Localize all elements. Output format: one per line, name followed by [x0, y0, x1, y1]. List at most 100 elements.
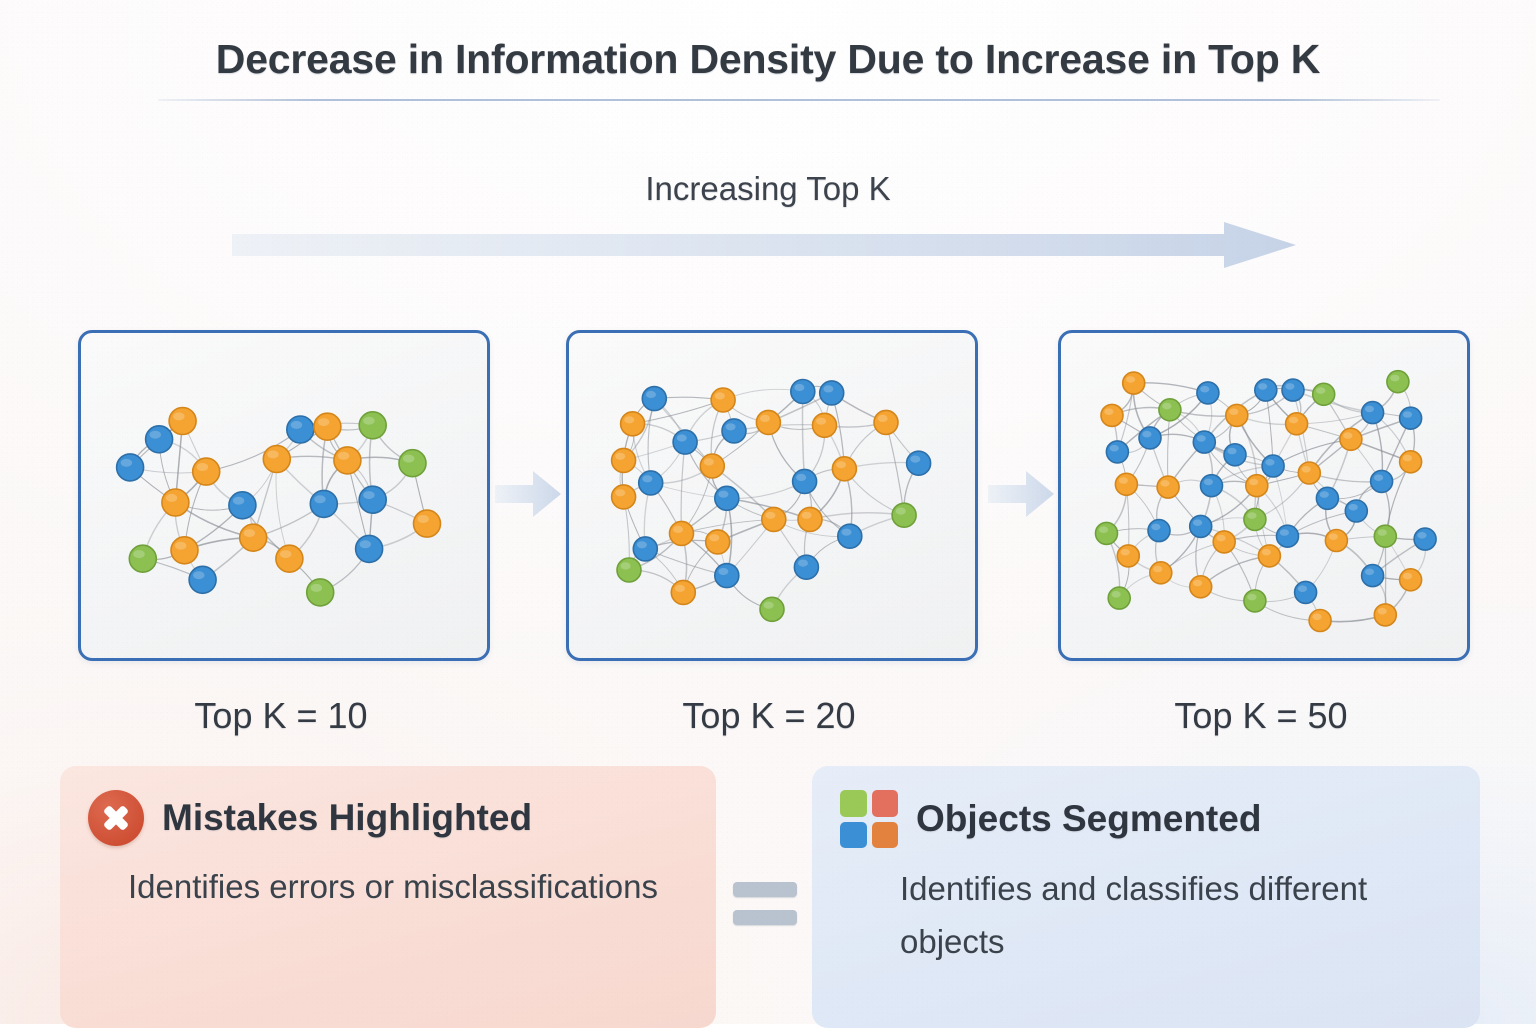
- graph-node-green: [399, 450, 426, 477]
- graph-node-blue: [1400, 407, 1422, 429]
- graph-node-green: [1244, 590, 1266, 612]
- graph-node-highlight: [798, 560, 808, 567]
- graph-node-orange: [414, 510, 441, 537]
- mistakes-card-description: Identifies errors or misclassifications: [88, 860, 688, 913]
- graph-node-highlight: [1349, 504, 1358, 511]
- graph-node-highlight: [197, 463, 208, 471]
- graph-node-blue: [791, 380, 815, 404]
- graph-node-orange: [706, 530, 730, 554]
- graph-node-orange: [1123, 372, 1145, 394]
- graph-node-orange: [1286, 413, 1308, 435]
- graph-node-blue: [673, 430, 697, 454]
- graph-node-highlight: [311, 584, 322, 592]
- graph-node-highlight: [1374, 474, 1383, 481]
- graph-node-highlight: [150, 431, 161, 439]
- graph-node-highlight: [1378, 608, 1387, 615]
- graph-node-blue: [1414, 528, 1436, 550]
- graph-node-highlight: [1365, 569, 1374, 576]
- graph-node-blue: [820, 381, 844, 405]
- mistakes-card-title: Mistakes Highlighted: [162, 797, 532, 839]
- graph-node-highlight: [1316, 387, 1325, 394]
- graph-node-orange: [1115, 473, 1137, 495]
- graph-node-blue: [359, 486, 386, 513]
- graph-node-highlight: [363, 417, 374, 425]
- graph-node-blue: [1362, 565, 1384, 587]
- panel-caption-topk-50: Top K = 50: [1058, 695, 1464, 737]
- graph-node-highlight: [1285, 383, 1294, 390]
- graph-node-orange: [1213, 531, 1235, 553]
- graph-node-blue: [633, 537, 657, 561]
- graph-node-green: [129, 545, 156, 572]
- graph-node-orange: [169, 408, 196, 435]
- graph-node-highlight: [363, 491, 374, 499]
- graph-node-highlight: [1343, 432, 1352, 439]
- graph-node-blue: [117, 454, 144, 481]
- graph-node-orange: [612, 448, 636, 472]
- graph-node-orange: [276, 545, 303, 572]
- graph-node-blue: [1316, 487, 1338, 509]
- graph-node-highlight: [646, 391, 656, 398]
- graph-node-highlight: [1403, 455, 1412, 462]
- graph-node-blue: [838, 524, 862, 548]
- graph-node-orange: [700, 454, 724, 478]
- graph-node-orange: [1325, 530, 1347, 552]
- graph-node-highlight: [1227, 448, 1236, 455]
- graph-node-orange: [1226, 404, 1248, 426]
- graph-node-highlight: [1247, 594, 1256, 601]
- graph-node-highlight: [338, 452, 349, 460]
- graph-node-blue: [1255, 379, 1277, 401]
- graph-node-blue: [715, 564, 739, 588]
- graph-node-highlight: [418, 515, 429, 523]
- graph-node-highlight: [267, 450, 278, 458]
- graph-node-highlight: [175, 542, 186, 550]
- graph-node-orange: [1117, 545, 1139, 567]
- graph-node-orange: [832, 457, 856, 481]
- objects-segmented-card[interactable]: Objects Segmented Identifies and classif…: [812, 766, 1480, 1028]
- graph-node-highlight: [1403, 573, 1412, 580]
- right-arrow-icon: [232, 222, 1296, 268]
- graph-node-orange: [621, 412, 645, 436]
- graph-node-orange: [171, 537, 198, 564]
- graph-node-orange: [798, 507, 822, 531]
- graph-node-highlight: [615, 453, 625, 460]
- network-panel-topk-20[interactable]: [566, 330, 978, 661]
- graph-node-highlight: [1298, 585, 1307, 592]
- graph-node-blue: [356, 535, 383, 562]
- graph-edge: [276, 459, 289, 559]
- graph-edge: [886, 422, 904, 515]
- graph-node-highlight: [1403, 411, 1412, 418]
- grid-square-green: [840, 790, 867, 817]
- step-arrow-icon-2: [988, 468, 1054, 520]
- graph-node-highlight: [802, 512, 812, 519]
- graph-node-highlight: [1378, 529, 1387, 536]
- graph-node-highlight: [1193, 519, 1202, 526]
- graph-node-highlight: [1142, 431, 1151, 438]
- graph-node-highlight: [764, 602, 774, 609]
- increasing-topk-label: Increasing Top K: [0, 170, 1536, 208]
- x-circle-icon: [88, 790, 144, 846]
- mistakes-highlighted-card[interactable]: Mistakes Highlighted Identifies errors o…: [60, 766, 716, 1028]
- graph-node-blue: [1345, 500, 1367, 522]
- network-panel-topk-50[interactable]: [1058, 330, 1470, 661]
- graph-node-orange: [612, 485, 636, 509]
- equals-bar-top: [733, 882, 797, 897]
- graph-node-green: [1096, 522, 1118, 544]
- graph-node-highlight: [823, 385, 833, 392]
- graph-node-highlight: [1320, 491, 1329, 498]
- equals-bar-bottom: [733, 910, 797, 925]
- graph-node-highlight: [796, 474, 806, 481]
- graph-node-highlight: [1197, 435, 1206, 442]
- graph-node-highlight: [1104, 408, 1113, 415]
- graph-node-green: [359, 412, 386, 439]
- graph-node-highlight: [1160, 480, 1169, 487]
- graph-node-blue: [189, 566, 216, 593]
- graph-node-highlight: [1112, 591, 1121, 598]
- graph-node-highlight: [677, 434, 687, 441]
- card-header: Objects Segmented: [840, 790, 1452, 848]
- graph-node-blue: [1139, 427, 1161, 449]
- graph-node-highlight: [615, 489, 625, 496]
- network-panel-topk-10[interactable]: [78, 330, 490, 661]
- graph-node-highlight: [760, 415, 770, 422]
- graph-node-orange: [314, 413, 341, 440]
